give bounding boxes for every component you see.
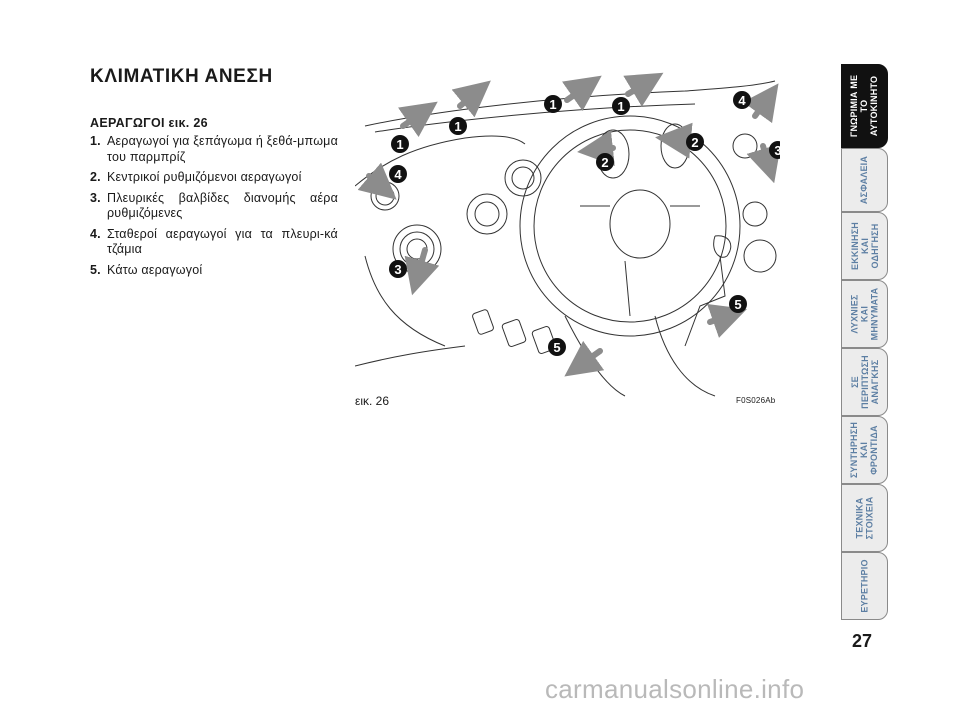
list-item: 1. Αεραγωγοί για ξεπάγωμα ή ξεθά-μπωμα το… <box>90 134 338 165</box>
air-vents-list: 1. Αεραγωγοί για ξεπάγωμα ή ξεθά-μπωμα το… <box>90 134 338 283</box>
callout-5-label: 5 <box>553 340 560 355</box>
callout-4-label: 4 <box>738 93 746 108</box>
section-subtitle: ΑΕΡΑΓΩΓΟΙ εικ. 26 <box>90 116 208 130</box>
item-text: Σταθεροί αεραγωγοί για τα πλευρι-κά τζάμ… <box>107 226 338 257</box>
tab-label: ΕΚΚΙΝΗΣΗ ΚΑΙ ΟΔΗΓΗΣΗ <box>849 221 880 271</box>
item-number: 5. <box>90 262 101 277</box>
tab-label: ΣΕ ΠΕΡΙΠΤΩΣΗ ΑΝΑΓΚΗΣ <box>849 355 880 409</box>
tab-index[interactable]: ΕΥΡΕΤΗΡΙΟ <box>841 552 888 620</box>
tab-label: ΣΥΝΤΗΡΗΣΗ ΚΑΙ ΦΡΟΝΤΙΔΑ <box>849 421 880 479</box>
item-text: Κάτω αεραγωγοί <box>107 262 203 277</box>
tab-safety[interactable]: ΑΣΦΑΛΕΙΑ <box>841 148 888 212</box>
dashboard-illustration: 1 1 1 1 2 2 3 3 4 4 5 5 <box>354 66 787 406</box>
tab-lights-messages[interactable]: ΛΥΧΝΙΕΣ ΚΑΙ ΜΗΝΥΜΑΤΑ <box>841 280 888 348</box>
watermark: carmanualsonline.info <box>545 674 805 704</box>
item-number: 2. <box>90 170 101 184</box>
callout-2-label: 2 <box>601 155 608 170</box>
callout-4-label: 4 <box>394 167 402 182</box>
item-text: Πλευρικές βαλβίδες διανομής αέρα ρυθμιζό… <box>107 190 338 221</box>
item-number: 1. <box>90 134 101 148</box>
tab-emergency[interactable]: ΣΕ ΠΕΡΙΠΤΩΣΗ ΑΝΑΓΚΗΣ <box>841 348 888 416</box>
list-item: 2. Κεντρικοί ρυθμιζόμενοι αεραγωγοί <box>90 170 338 186</box>
callout-1-label: 1 <box>549 97 556 112</box>
figure-code: F0S026Ab <box>736 396 776 405</box>
callout-5-label: 5 <box>734 297 741 312</box>
callout-3-label: 3 <box>774 143 780 158</box>
list-item: 4. Σταθεροί αεραγωγοί για τα πλευρι-κά τζ… <box>90 227 338 258</box>
tab-maintenance[interactable]: ΣΥΝΤΗΡΗΣΗ ΚΑΙ ΦΡΟΝΤΙΔΑ <box>841 416 888 484</box>
callout-3-label: 3 <box>394 262 401 277</box>
tab-label: ΤΕΧΝΙΚΑ ΣΤΟΙΧΕΙΑ <box>854 496 875 540</box>
page-number: 27 <box>852 631 873 651</box>
callout-1-label: 1 <box>396 137 403 152</box>
tab-technical-data[interactable]: ΤΕΧΝΙΚΑ ΣΤΟΙΧΕΙΑ <box>841 484 888 552</box>
tab-starting-driving[interactable]: ΕΚΚΙΝΗΣΗ ΚΑΙ ΟΔΗΓΗΣΗ <box>841 212 888 280</box>
tab-getting-to-know-car[interactable]: ΓΝΩΡΙΜΙΑ ΜΕ ΤΟ ΑΥΤΟΚΙΝΗΤΟ <box>841 64 888 148</box>
figure-label: εικ. 26 <box>355 394 390 408</box>
dashboard-drawing: 1 1 1 1 2 2 3 3 4 4 5 5 <box>354 72 787 397</box>
tab-label: ΕΥΡΕΤΗΡΙΟ <box>859 559 870 613</box>
callout-1-label: 1 <box>617 99 624 114</box>
callout-2-label: 2 <box>691 135 698 150</box>
callout-1-label: 1 <box>454 119 461 134</box>
tab-label: ΓΝΩΡΙΜΙΑ ΜΕ ΤΟ ΑΥΤΟΚΙΝΗΤΟ <box>849 74 880 138</box>
list-item: 3. Πλευρικές βαλβίδες διανομής αέρα ρυθμι… <box>90 191 338 222</box>
item-number: 3. <box>90 190 101 205</box>
tab-label: ΑΣΦΑΛΕΙΑ <box>859 155 870 205</box>
list-item: 5. Κάτω αεραγωγοί <box>90 263 338 279</box>
item-number: 4. <box>90 226 101 241</box>
item-text: Αεραγωγοί για ξεπάγωμα ή ξεθά-μπωμα του … <box>107 134 338 164</box>
section-title: ΚΛΙΜΑΤΙΚΗ ΑΝΕΣΗ <box>90 66 273 87</box>
item-text: Κεντρικοί ρυθμιζόμενοι αεραγωγοί <box>107 170 302 184</box>
tab-label: ΛΥΧΝΙΕΣ ΚΑΙ ΜΗΝΥΜΑΤΑ <box>849 287 880 341</box>
